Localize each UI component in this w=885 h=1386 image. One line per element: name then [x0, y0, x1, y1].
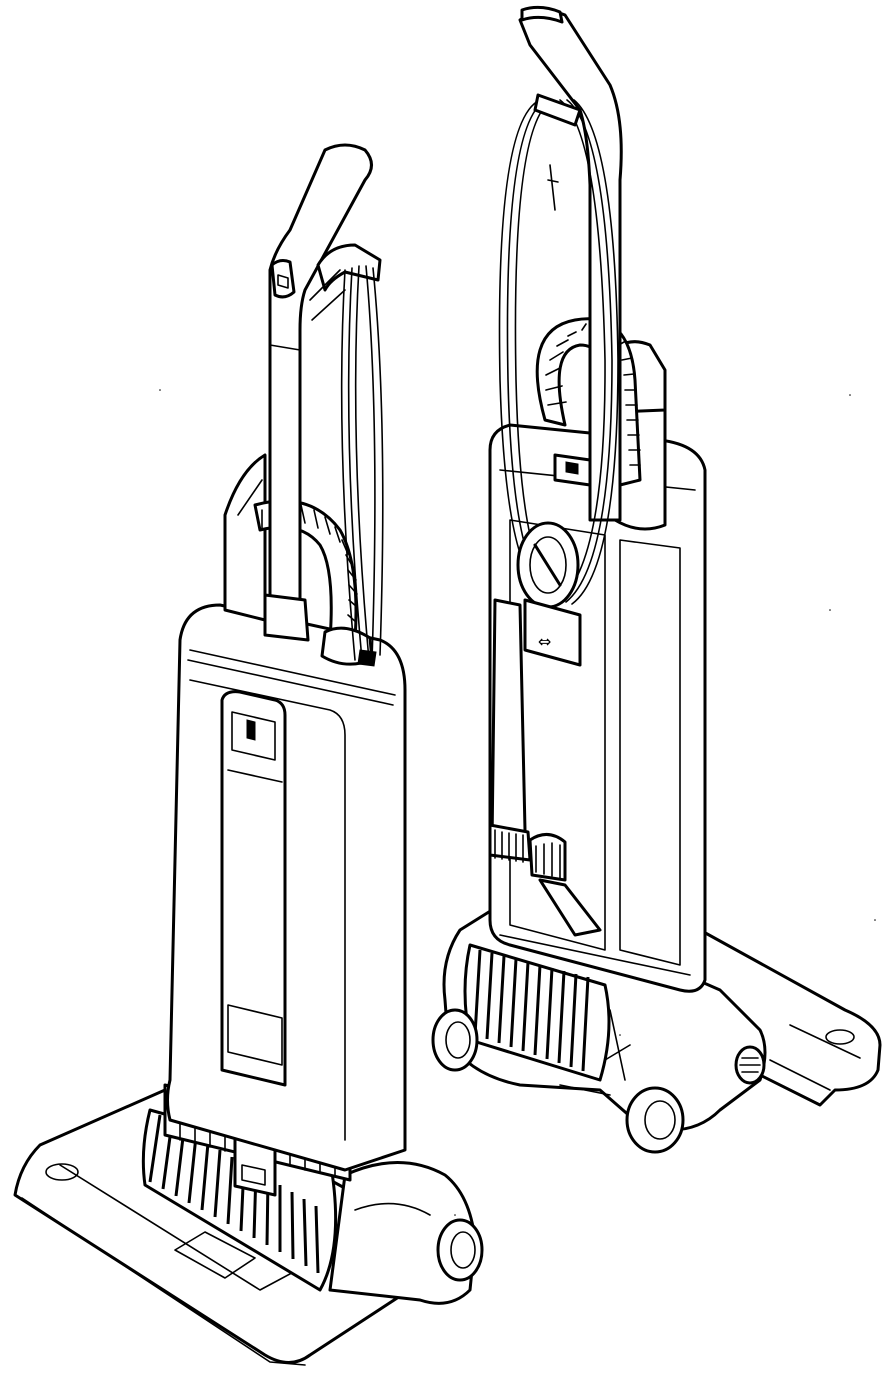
rear-wand-tube	[488, 598, 532, 863]
rear-brush-roller	[463, 943, 611, 1082]
front-handle	[263, 143, 373, 642]
rear-wheel-right	[625, 1086, 685, 1154]
front-nozzle-pad	[174, 1231, 256, 1279]
front-nozzle-slot	[45, 1163, 79, 1181]
front-view-vacuum	[13, 143, 484, 1366]
rear-view-vacuum: ⇔	[431, 5, 882, 1154]
front-handle-switch	[270, 259, 296, 299]
rear-info-plate: ⇔	[523, 598, 582, 667]
front-handle-recess	[220, 690, 287, 1087]
rear-plate-arrow: ⇔	[538, 632, 551, 651]
rear-knob	[734, 1045, 766, 1085]
rear-crevice-tool	[528, 833, 602, 937]
rear-nozzle-slot	[825, 1029, 855, 1045]
front-wheel	[436, 1218, 484, 1282]
scan-specks	[159, 389, 876, 1216]
rear-filter-cap	[516, 521, 580, 609]
rear-wheel-left	[431, 1008, 479, 1072]
front-base-housing	[328, 1161, 477, 1305]
front-cord	[309, 243, 384, 661]
front-rear-column	[223, 453, 267, 622]
